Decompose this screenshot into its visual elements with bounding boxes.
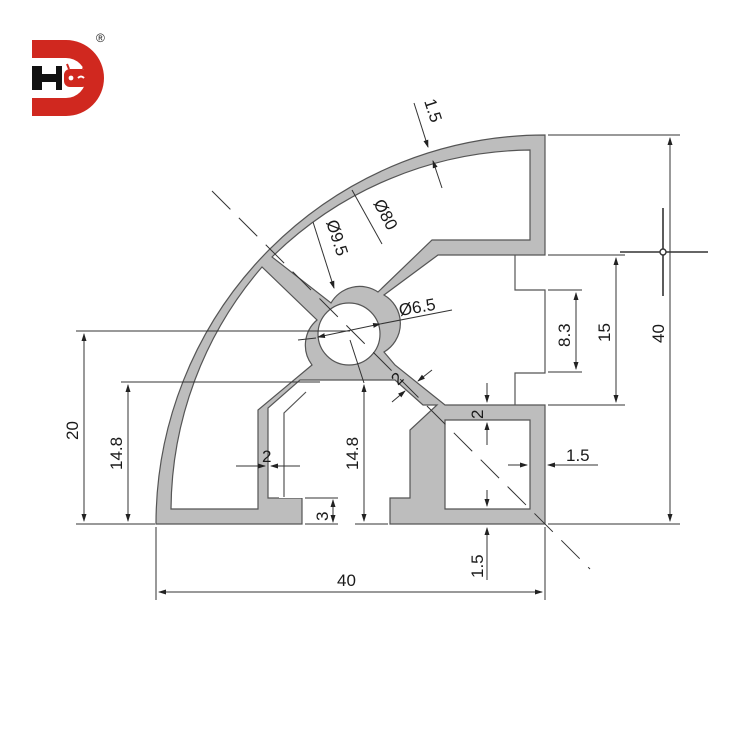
dim-lip-height: 3 [313, 512, 332, 521]
cavities [279, 388, 366, 524]
dim-overall-height: 40 [649, 324, 668, 343]
dim-outer-diameter: Ø80 [369, 196, 401, 233]
dim-outer-wall: 1.5 [420, 96, 445, 124]
centerline [211, 190, 591, 570]
dim-hub-inner: Ø6.5 [397, 295, 437, 320]
logo-d-icon [32, 40, 104, 116]
dim-box-side: 1.5 [566, 446, 590, 465]
dim-left-14-8: 14.8 [107, 437, 126, 470]
dim-left-20: 20 [63, 421, 82, 440]
dim-hub-outer: Ø9.5 [322, 217, 351, 258]
dimension-lines [76, 102, 708, 600]
dim-center-14-8: 14.8 [343, 437, 362, 470]
dim-slot-depth: 8.3 [555, 323, 574, 347]
dim-slot-span: 15 [595, 323, 614, 342]
brand-logo [28, 36, 110, 118]
dim-box-bottom: 1.5 [468, 554, 487, 578]
dim-overall-width: 40 [337, 571, 356, 590]
registered-mark: ® [96, 31, 105, 45]
dim-leg-width: 2 [262, 447, 271, 466]
dim-box-top: 2 [468, 410, 487, 419]
